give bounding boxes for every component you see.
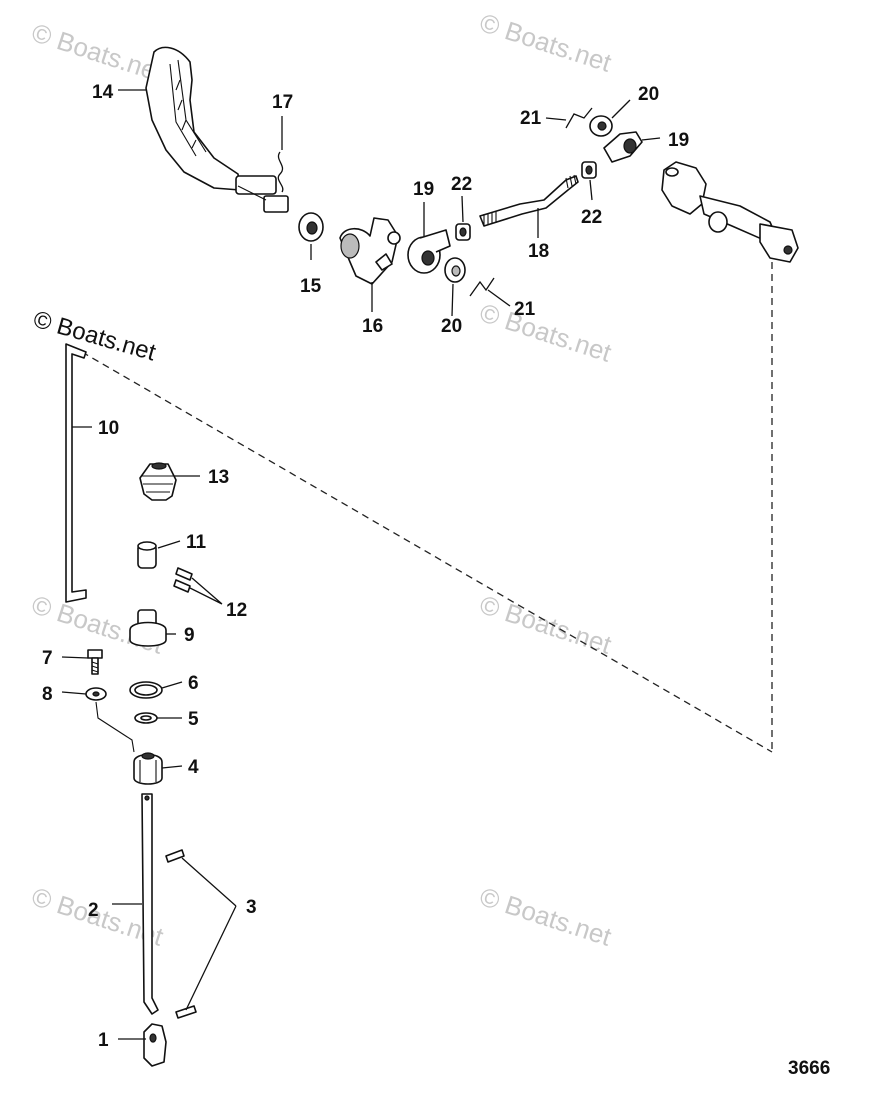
watermark-2: © Boats.net	[476, 7, 616, 78]
copyright-text: © Boats.net	[30, 306, 159, 367]
part-16-shift-arm	[339, 217, 401, 285]
part-8-washer	[85, 687, 107, 701]
callout-4: 4	[188, 757, 199, 778]
callout-2: 2	[88, 900, 99, 921]
part-21-clip-lower	[469, 277, 495, 297]
part-22-nut-right	[581, 161, 597, 179]
watermark-1: © Boats.net	[28, 17, 168, 88]
part-20-washer-upper	[589, 115, 613, 137]
part-20-washer-lower	[444, 257, 466, 283]
callout-20-lower: 20	[441, 316, 462, 337]
part-12-pins	[173, 567, 193, 593]
part-19-ball-joint-right	[603, 131, 643, 163]
callout-21-upper: 21	[520, 108, 542, 129]
callout-12: 12	[226, 600, 247, 621]
part-11-bushing	[137, 541, 157, 569]
watermark-7: © Boats.net	[476, 881, 616, 952]
part-17-clip	[277, 151, 284, 193]
part-2-shift-shaft	[141, 793, 159, 1015]
part-10-shift-rod	[65, 343, 87, 603]
part-1-shift-block	[143, 1023, 167, 1067]
part-5-washer	[134, 712, 158, 724]
callout-19-left: 19	[413, 179, 434, 200]
leader-lines	[61, 89, 661, 1040]
callout-3: 3	[246, 897, 257, 918]
callout-17: 17	[272, 92, 293, 113]
callout-16: 16	[362, 316, 383, 337]
dashed-line-rod-to-bracket	[81, 351, 773, 753]
callout-20-upper: 20	[638, 84, 659, 105]
callout-22-right: 22	[581, 207, 602, 228]
thin-line-washer-to-bushing	[95, 701, 135, 753]
part-6-o-ring	[129, 681, 163, 699]
callout-7: 7	[42, 648, 53, 669]
callout-15: 15	[300, 276, 322, 297]
callout-13: 13	[208, 467, 229, 488]
callout-10: 10	[98, 418, 119, 439]
part-19-ball-joint-left	[407, 229, 451, 274]
callout-18: 18	[528, 241, 549, 262]
part-7-screw	[87, 649, 103, 675]
callout-9: 9	[184, 625, 195, 646]
shift-bracket-assembly	[661, 161, 799, 263]
callout-11: 11	[186, 532, 207, 553]
callout-1: 1	[98, 1030, 109, 1051]
part-13-grommet	[139, 462, 177, 501]
part-18-link-rod	[479, 174, 579, 227]
callout-21-lower: 21	[514, 299, 536, 320]
watermarks: © Boats.net © Boats.net © Boats.net © Bo…	[28, 7, 616, 952]
part-15-washer	[298, 212, 324, 242]
callout-19-right: 19	[668, 130, 689, 151]
callout-8: 8	[42, 684, 53, 705]
callout-6: 6	[188, 673, 199, 694]
drawing-number: 3666	[788, 1058, 830, 1079]
watermark-3: © Boats.net	[476, 297, 616, 368]
part-22-nut-left	[455, 223, 471, 241]
callout-14: 14	[92, 82, 114, 103]
part-9-knob	[129, 609, 167, 647]
part-3-pins	[165, 849, 197, 1019]
part-4-bushing	[133, 752, 163, 785]
part-14-shift-handle	[145, 46, 289, 213]
callout-5: 5	[188, 709, 199, 730]
part-21-clip-upper	[565, 107, 593, 129]
callouts: 14 17 15 16 19 22 18 22 20 21 20 21 19 1…	[42, 82, 689, 1051]
callout-22-left: 22	[451, 174, 472, 195]
